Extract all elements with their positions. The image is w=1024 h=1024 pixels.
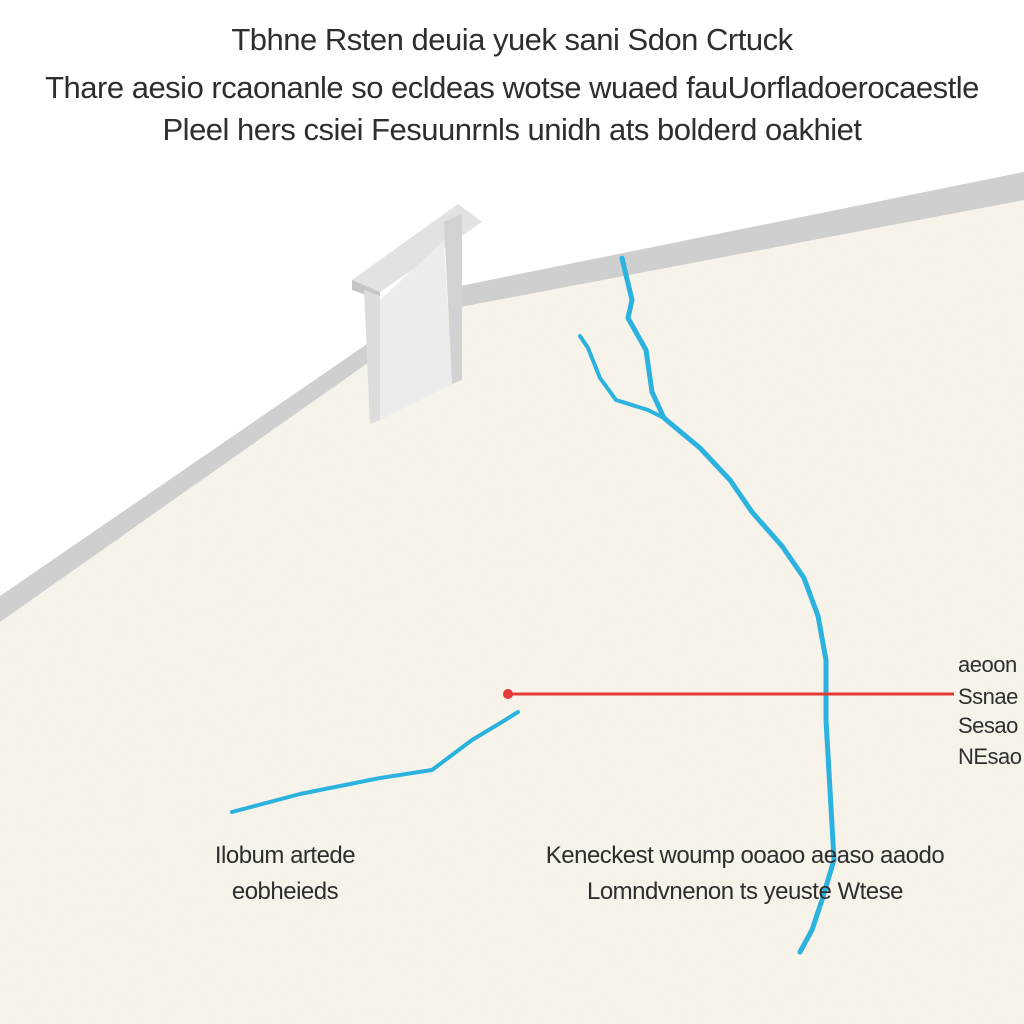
crack-main (619, 255, 837, 955)
chimney (352, 204, 482, 424)
roof-edge-right (455, 172, 1024, 308)
caption-left-line-2: eobheieds (231, 878, 339, 905)
side-label-line-4: NEsao (958, 744, 1022, 769)
crack-branch (578, 334, 666, 420)
side-label-line-1: aeoon (958, 652, 1017, 677)
heading-line-1: Tbhne Rsten deuia yuek sani Sdon Crtuck (231, 22, 793, 57)
caption-right-line-1: Keneckest woump ooaoo aeaso aaodo (545, 842, 945, 869)
caption-left-line-1: Ilobum artede (214, 842, 356, 869)
caption-right-line-2: Lomndvnenon ts yeuste Wtese (586, 878, 904, 905)
wall-texture (0, 184, 1024, 1024)
roof-edge-left (0, 342, 372, 622)
side-label-line-3: Sesao (958, 713, 1018, 738)
crack-lower-left (230, 710, 520, 814)
measurement-point (503, 689, 513, 699)
side-label-line-2: Ssnae (958, 684, 1018, 709)
heading-line-3: Pleel hers csiei Fesuunrnls unidh ats bo… (162, 112, 862, 147)
heading-line-2: Thare aesio rcaonanle so ecldeas wotse w… (45, 70, 979, 105)
